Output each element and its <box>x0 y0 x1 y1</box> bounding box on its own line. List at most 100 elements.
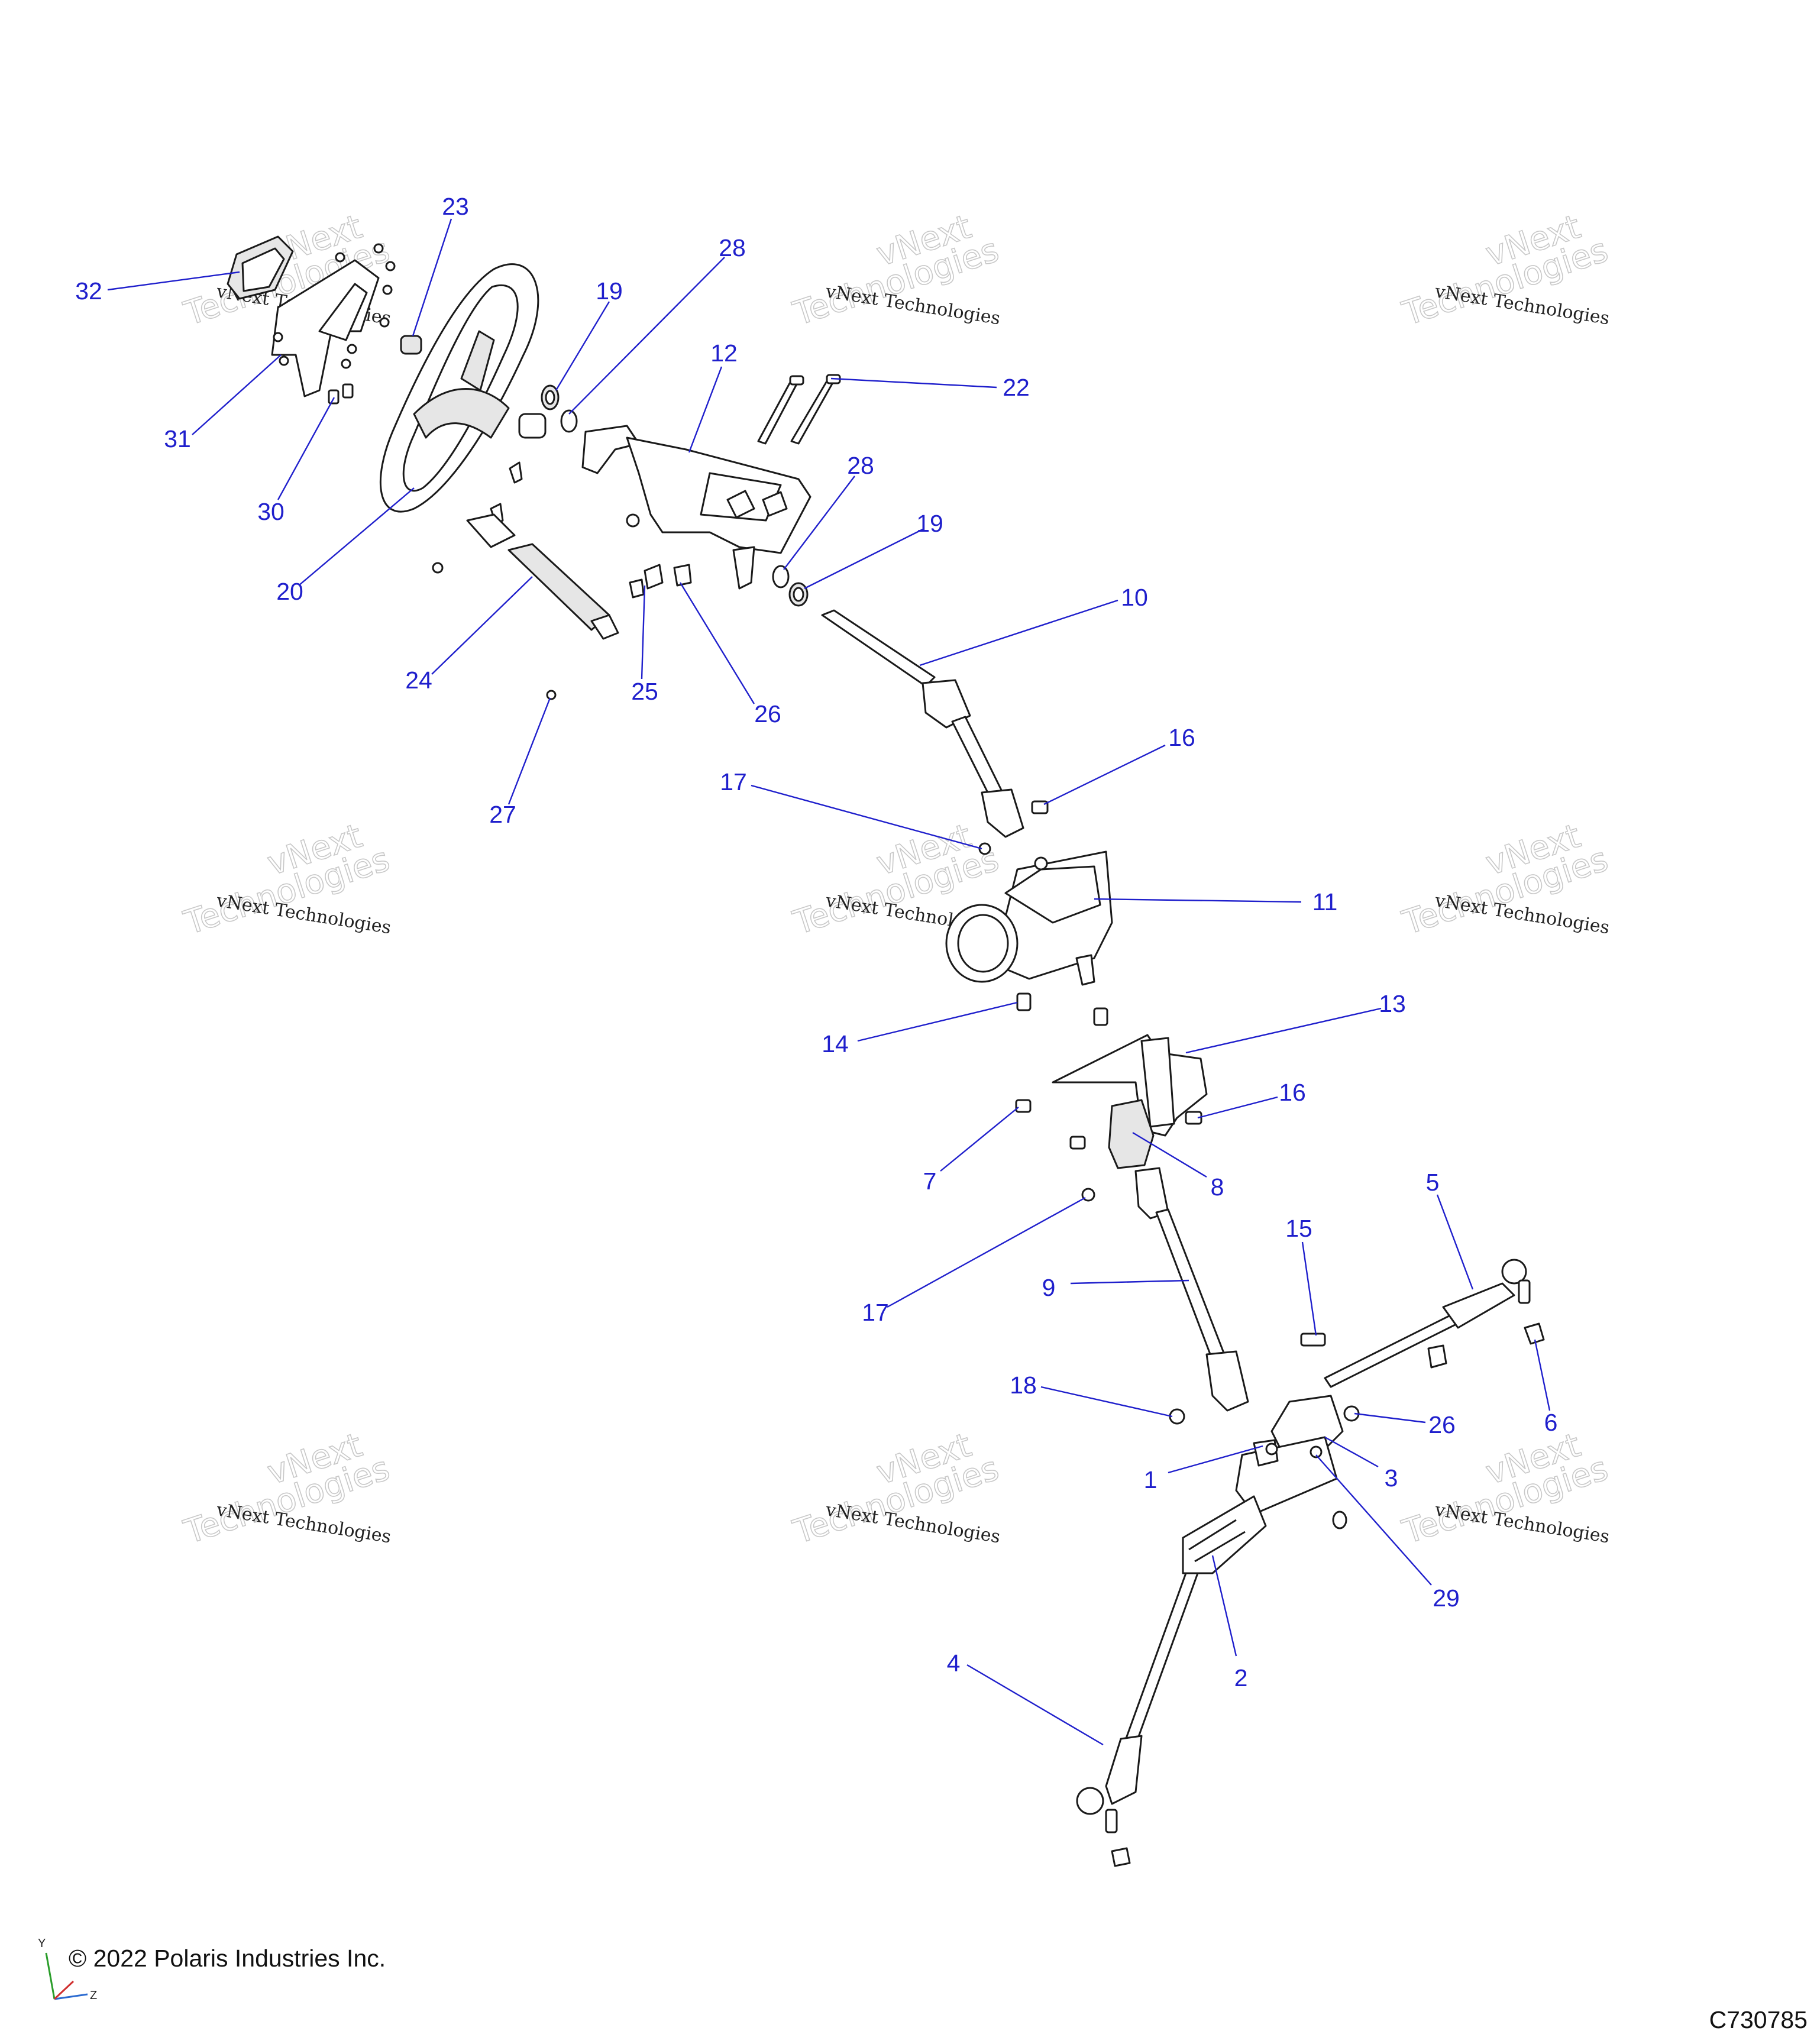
leader-line-29 <box>1315 1454 1432 1586</box>
part-3-steering-rack <box>1235 1395 1344 1515</box>
part-15-bolt <box>1300 1333 1326 1347</box>
leader-line-30 <box>277 397 335 500</box>
part-30-bolts <box>328 383 354 405</box>
leader-line-26 <box>679 582 755 704</box>
callout-24: 24 <box>405 667 432 694</box>
leader-line-18 <box>1040 1386 1173 1418</box>
leader-line-31 <box>192 354 282 435</box>
part-32-emblem <box>227 235 294 300</box>
callout-13: 13 <box>1379 990 1406 1017</box>
part-8-plate <box>1108 1099 1155 1169</box>
callout-23: 23 <box>442 193 469 220</box>
callout-31: 31 <box>164 425 191 452</box>
figure-id: C730785 <box>1709 2006 1808 2033</box>
part-19-bearing-lower <box>788 582 809 607</box>
part-12-column-bracket <box>581 425 811 590</box>
callout-7: 7 <box>923 1167 937 1195</box>
leader-line-32 <box>107 271 240 291</box>
part-6-nut <box>1427 1322 1545 1369</box>
leader-line-4 <box>966 1664 1104 1746</box>
leader-line-2 <box>1211 1555 1237 1657</box>
part-28-bushing-upper <box>560 409 578 433</box>
leader-line-27 <box>507 697 551 805</box>
leader-line-17 <box>751 784 982 850</box>
callout-32: 32 <box>75 277 102 305</box>
leader-line-22 <box>830 377 997 389</box>
leader-line-10 <box>919 599 1118 667</box>
leader-line-1 <box>1168 1445 1263 1474</box>
leader-line-13 <box>1185 1007 1382 1054</box>
leader-line-14 <box>857 1001 1018 1042</box>
leader-line-28 <box>568 257 725 415</box>
part-spacer <box>518 413 547 439</box>
leader-line-16 <box>1197 1096 1278 1119</box>
callout-9: 9 <box>1042 1274 1056 1301</box>
callout-20: 20 <box>276 578 303 605</box>
leader-line-23 <box>412 218 452 337</box>
leader-line-25 <box>641 585 646 680</box>
part-16-bolt-upper <box>1031 800 1049 814</box>
part-25-fitting <box>629 564 664 599</box>
callout-10: 10 <box>1121 584 1148 611</box>
part-26-fitting-upper <box>673 564 692 587</box>
leader-line-26 <box>1354 1412 1426 1424</box>
callout-2: 2 <box>1234 1664 1248 1692</box>
part-5-tie-rod-end <box>1324 1259 1531 1388</box>
part-22-bolts <box>757 374 841 445</box>
leader-line-20 <box>298 487 415 586</box>
callout-16: 16 <box>1279 1079 1306 1106</box>
leader-line-11 <box>1094 898 1302 903</box>
callout-28: 28 <box>719 234 746 261</box>
callout-30: 30 <box>257 498 284 525</box>
leader-line-8 <box>1132 1131 1207 1178</box>
leader-line-9 <box>1070 1279 1189 1285</box>
part-washer <box>1332 1511 1347 1529</box>
callout-6: 6 <box>1544 1409 1558 1436</box>
callout-25: 25 <box>631 678 658 705</box>
callout-17: 17 <box>862 1299 889 1326</box>
leader-line-15 <box>1301 1241 1317 1336</box>
callout-5: 5 <box>1426 1169 1440 1196</box>
leader-line-3 <box>1324 1436 1379 1468</box>
leader-line-12 <box>688 366 723 453</box>
callout-18: 18 <box>1010 1372 1037 1399</box>
leader-line-28 <box>783 476 855 570</box>
part-31-hub-adapter <box>271 243 396 397</box>
callout-17: 17 <box>720 768 747 795</box>
callout-3: 3 <box>1385 1464 1398 1492</box>
part-24-gas-strut <box>432 513 619 640</box>
part-7-bolt <box>1015 1099 1086 1150</box>
part-4-tie-rod-end <box>1076 1572 1199 1867</box>
part-11-power-steering-unit <box>945 850 1113 986</box>
leader-lines <box>107 218 1551 1746</box>
part-9-lower-shaft <box>1134 1167 1249 1412</box>
callout-22: 22 <box>1003 374 1030 401</box>
part-2-rack-boot <box>1182 1495 1267 1574</box>
axis-triad: Y Z <box>38 1937 97 2002</box>
leader-line-7 <box>940 1107 1019 1172</box>
part-27-screw <box>546 690 557 700</box>
copyright-notice: © 2022 Polaris Industries Inc. <box>69 1945 386 1972</box>
callout-19: 19 <box>596 277 623 305</box>
part-20-steering-wheel <box>379 263 539 513</box>
leader-line-19 <box>555 301 610 391</box>
leader-line-6 <box>1534 1339 1551 1411</box>
callout-29: 29 <box>1433 1584 1460 1612</box>
callout-4: 4 <box>947 1650 961 1677</box>
callout-19: 19 <box>916 510 943 537</box>
callout-26: 26 <box>1428 1411 1456 1438</box>
part-10-steering-shaft <box>821 609 1024 838</box>
callout-11: 11 <box>1312 888 1338 916</box>
leader-line-16 <box>1043 744 1166 806</box>
part-16-bolt-lower <box>1185 1111 1202 1125</box>
callout-27: 27 <box>489 801 516 828</box>
callout-12: 12 <box>710 339 738 367</box>
